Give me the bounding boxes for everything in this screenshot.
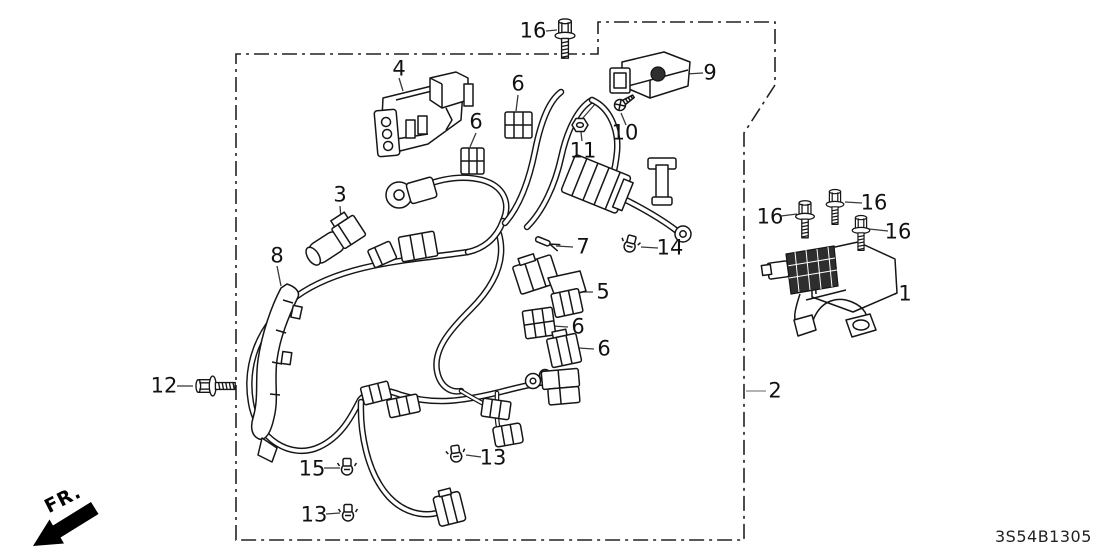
- callout-16-right-3: 16: [884, 219, 912, 244]
- part-3-sensor-connector: [305, 211, 367, 266]
- callout-6-top: 6: [511, 71, 525, 96]
- callout-11: 11: [569, 138, 597, 163]
- callout-6-middle: 6: [571, 314, 585, 339]
- callout-13-left: 13: [300, 502, 328, 527]
- part-6-connectors: [460, 111, 583, 369]
- fasteners: [195, 18, 871, 522]
- bolt-16-top-icon: [554, 18, 576, 59]
- part-8-harness-stay: [250, 283, 303, 463]
- callout-5: 5: [596, 279, 610, 304]
- callout-6-lower: 6: [597, 336, 611, 361]
- harness-connectors: [359, 230, 581, 527]
- clip-13-left-icon: [337, 503, 359, 522]
- harness-stay-bracket: [647, 157, 677, 206]
- bolt-16-right-1-icon: [795, 200, 815, 239]
- leader-lines: [177, 29, 897, 515]
- callout-9: 9: [703, 60, 717, 85]
- drawing-code: 3S54B1305: [995, 527, 1092, 546]
- boundary-outline: [235, 21, 776, 541]
- callout-1: 1: [898, 281, 912, 306]
- callout-16-top: 16: [519, 18, 547, 43]
- clip-14-icon: [618, 232, 643, 255]
- nut-11-icon: [571, 117, 589, 133]
- clip-13-middle-icon: [444, 443, 468, 465]
- part-4-bracket-assembly: [373, 71, 474, 158]
- bolt-12-icon: [195, 375, 236, 397]
- callout-12: 12: [150, 373, 178, 398]
- clip-15-icon: [336, 457, 358, 476]
- callout-13-middle: 13: [479, 445, 507, 470]
- screw-10-icon: [613, 94, 635, 112]
- callout-4: 4: [392, 56, 406, 81]
- part-5-connector-bracket: [512, 253, 587, 319]
- callout-15: 15: [298, 456, 326, 481]
- callout-2: 2: [768, 378, 782, 403]
- bolt-16-right-2-icon: [825, 188, 845, 226]
- callout-16-right-1: 16: [756, 204, 784, 229]
- callout-7: 7: [576, 234, 590, 259]
- pin-7-icon: [534, 236, 561, 252]
- callout-14: 14: [656, 235, 684, 260]
- part-1-control-unit: [760, 241, 898, 338]
- callout-3: 3: [333, 182, 347, 207]
- wire-harness-illustration: [249, 92, 692, 527]
- callout-16-right-2: 16: [860, 190, 888, 215]
- callout-8: 8: [270, 243, 284, 268]
- callout-10: 10: [611, 120, 639, 145]
- part-9-module: [609, 51, 691, 99]
- fr-arrow-icon: [33, 502, 99, 546]
- center-connector-block: [560, 154, 634, 214]
- callout-6-upper-left: 6: [469, 109, 483, 134]
